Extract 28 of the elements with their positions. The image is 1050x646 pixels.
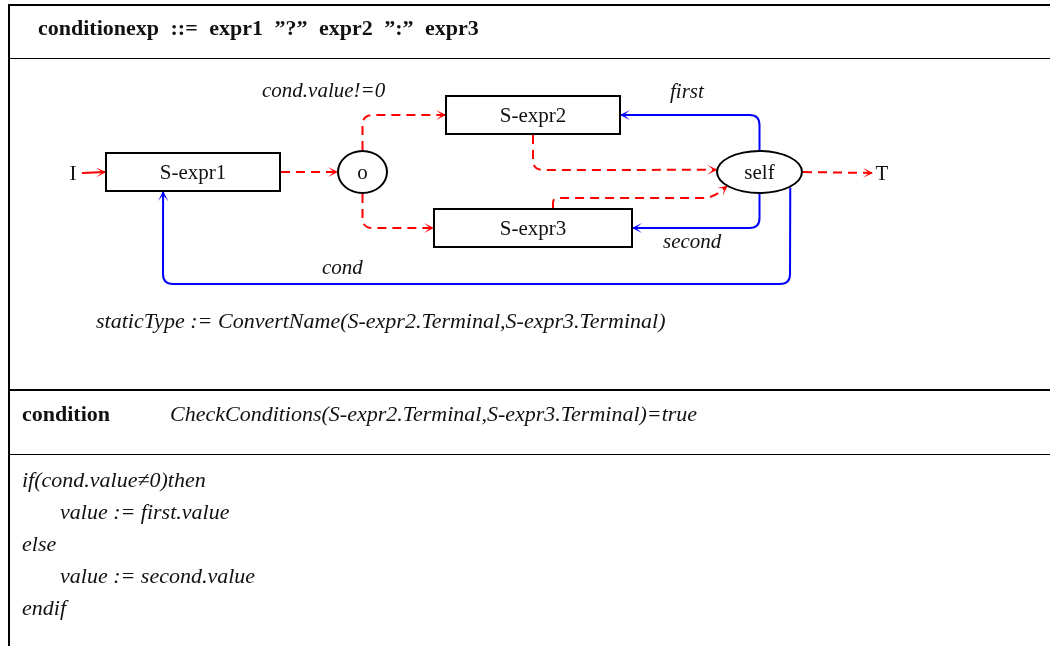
- arrow: [532, 134, 718, 175]
- arrow: [802, 167, 873, 178]
- process-box: S-expr3: [433, 208, 633, 248]
- process-box: S-expr2: [445, 95, 621, 135]
- edge-label: second: [663, 229, 722, 254]
- process-box: S-expr1: [105, 152, 281, 192]
- arrow: [280, 167, 338, 177]
- arrow: [361, 110, 446, 151]
- ellipse-node: self: [716, 150, 803, 194]
- ellipse-node: o: [337, 150, 388, 194]
- edge-label: cond.value!=0: [262, 78, 386, 103]
- formula-text: staticType := ConvertName(S-expr2.Terminal,S-expr3.Terminal): [96, 308, 666, 334]
- edge-label: cond: [322, 255, 363, 280]
- edge-label: first: [670, 79, 704, 104]
- arrow: [81, 167, 106, 178]
- arrow: [632, 193, 761, 233]
- condition-text: CheckConditions(S-expr2.Terminal,S-expr3.Terminal)=true: [170, 401, 698, 427]
- node-text: T: [872, 160, 892, 186]
- code-line: else: [22, 531, 57, 557]
- code-line: value := first.value: [60, 499, 230, 525]
- code-line: if(cond.value≠0)then: [22, 467, 206, 493]
- arrow: [620, 110, 761, 151]
- arrow: [361, 193, 434, 233]
- node-text: I: [64, 160, 82, 186]
- arrow: [158, 186, 792, 285]
- heading: conditionexp ::= expr1 ”?” expr2 ”:” expr3: [38, 15, 479, 41]
- code-line: value := second.value: [60, 563, 256, 589]
- keyword: condition: [22, 401, 111, 427]
